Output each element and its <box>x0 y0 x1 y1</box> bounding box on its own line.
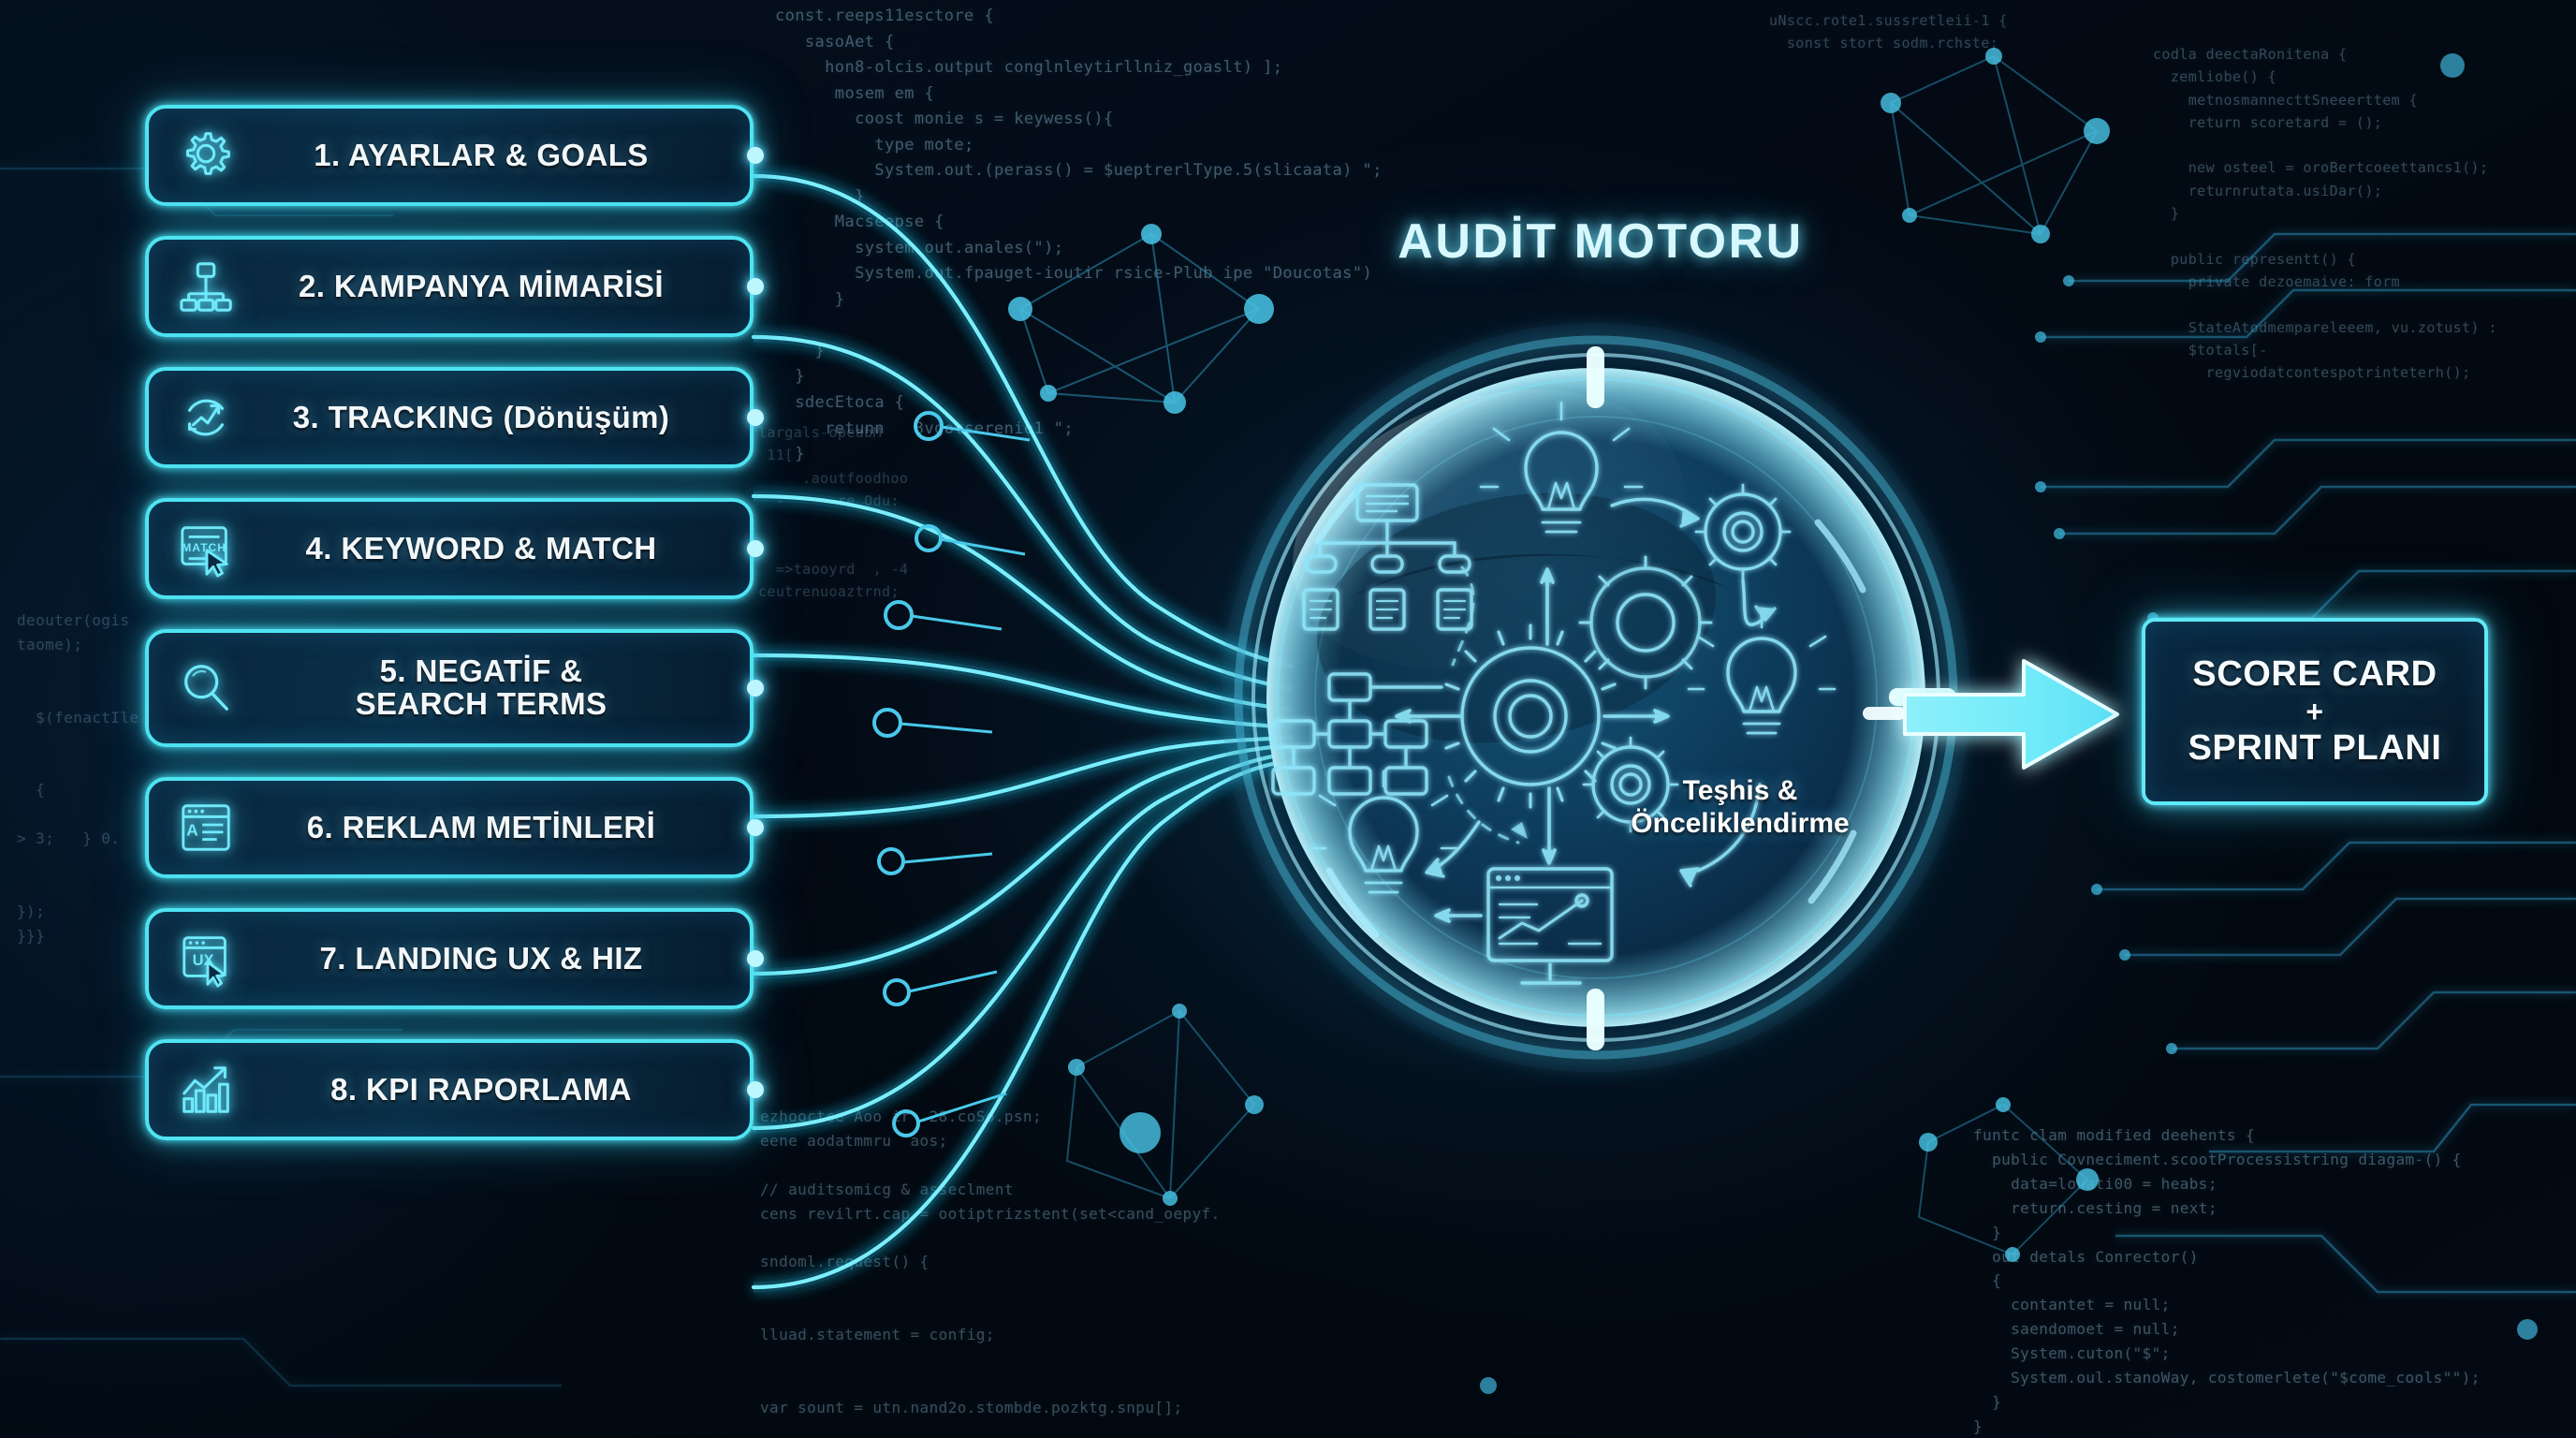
connector-node <box>747 409 764 426</box>
hub-title: AUDİT MOTORU <box>1398 214 1804 269</box>
step-box-8-kpi-raporlama[interactable]: 8. KPI RAPORLAMA <box>145 1039 764 1140</box>
step-label: 6. REKLAM METİNLERİ <box>306 809 656 844</box>
match-cursor-icon: MATCH <box>169 512 242 585</box>
flowchart-icon <box>1271 672 1443 796</box>
step-box-3-tracking-donusum[interactable]: 3. TRACKING (Dönüşüm) <box>145 367 764 468</box>
step-box-4-keyword-match[interactable]: MATCH 4. KEYWORD & MATCH <box>145 498 764 599</box>
analytics-monitor-icon <box>1486 867 1614 985</box>
audit-engine-hub <box>1222 323 1970 1072</box>
background-code-left-middle: largals-opeabM 11[ .aoutfoodhoo - re Odu… <box>758 424 909 601</box>
result-line-1: SCORE CARD <box>2192 653 2437 694</box>
background-code-bottom-right: funtc clam modified deehents { public Co… <box>1973 1126 2481 1435</box>
step-box-1-ayarlar-goals[interactable]: 1. AYARLAR & GOALS <box>145 105 764 206</box>
sitemap-icon <box>169 250 242 323</box>
background-code-top-right-2: codla deectaRonitena { zemliobe() { metn… <box>2153 46 2497 382</box>
lightbulb-bottom-left-icon <box>1309 770 1458 894</box>
lightbulb-icon <box>1479 401 1644 534</box>
step-box-5-negatif-search-terms[interactable]: 5. NEGATİF & SEARCH TERMS <box>145 629 764 747</box>
connector-node <box>747 540 764 557</box>
connector-node <box>747 1081 764 1098</box>
svg-text:MATCH: MATCH <box>182 541 227 554</box>
gear-icon <box>169 119 242 192</box>
gear-small-top-icon <box>1694 483 1792 580</box>
result-plus-sign: + <box>2305 695 2324 728</box>
step-box-7-landing-ux-hiz[interactable]: UX 7. LANDING UX & HIZ <box>145 908 764 1009</box>
step-label: 8. KPI RAPORLAMA <box>330 1071 632 1107</box>
magnifier-icon <box>169 652 242 725</box>
connector-node <box>747 950 764 967</box>
step-box-2-kampanya-mimarisi[interactable]: 2. KAMPANYA MİMARİSİ <box>145 236 764 337</box>
step-label: 1. AYARLAR & GOALS <box>314 137 649 172</box>
connector-node <box>747 147 764 164</box>
connector-node <box>747 278 764 295</box>
bar-chart-up-icon <box>169 1053 242 1126</box>
result-line-2: SPRINT PLANI <box>2188 728 2442 768</box>
background-code-left: deouter(ogis taome); $(fenactIle { > 3; … <box>17 611 139 945</box>
ad-text-icon: A <box>169 791 242 864</box>
svg-text:A: A <box>186 821 198 840</box>
trend-refresh-icon <box>169 381 242 454</box>
hub-caption: Teşhis & Önceliklendirme <box>1631 775 1850 839</box>
gear-medium-icon <box>1578 555 1713 690</box>
org-chart-icon <box>1302 483 1473 631</box>
step-label: 3. TRACKING (Dönüşüm) <box>292 399 670 434</box>
ux-browser-icon: UX <box>169 922 242 995</box>
step-label: 4. KEYWORD & MATCH <box>305 530 657 565</box>
background-code-bottom-middle: ezhooctce Aoo ir .28.coSo.psn; eene aoda… <box>760 1108 1221 1416</box>
audit-step-list: 1. AYARLAR & GOALS 2. KAMPANYA MİMARİSİ <box>145 105 764 1170</box>
connector-node <box>747 680 764 697</box>
gear-small-bottom-icon <box>1582 736 1679 833</box>
lightbulb-right-icon <box>1687 610 1837 735</box>
step-box-6-reklam-metinleri[interactable]: A 6. REKLAM METİNLERİ <box>145 777 764 878</box>
step-label: 2. KAMPANYA MİMARİSİ <box>299 268 664 303</box>
step-label: 7. LANDING UX & HIZ <box>319 940 643 976</box>
step-label: 5. NEGATİF & SEARCH TERMS <box>355 653 607 721</box>
result-card-score-sprint[interactable]: SCORE CARD + SPRINT PLANI <box>2142 618 2488 805</box>
background-code-top-right: uNscc.rote1.sussretleii-1 { sonst stort … <box>1769 12 2008 52</box>
connector-node <box>747 819 764 836</box>
